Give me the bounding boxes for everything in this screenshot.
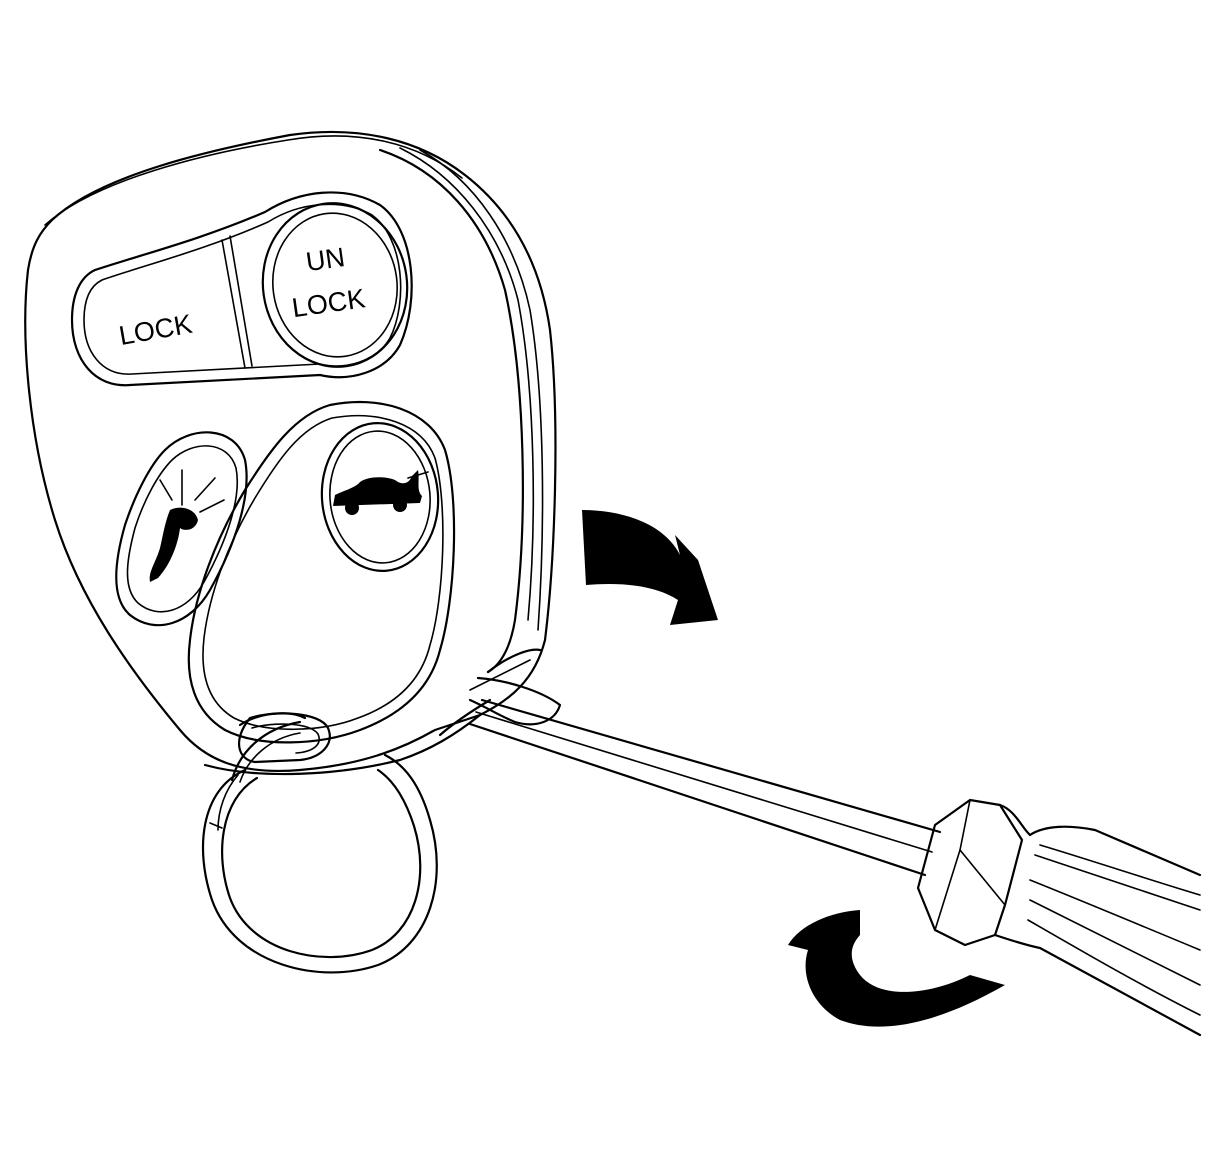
unlock-button-label-line1: UN	[304, 242, 347, 277]
trunk-release-car-icon	[333, 470, 429, 515]
remote-keyfob: LOCK UN LOCK	[24, 130, 557, 776]
curved-arrow-icon	[582, 510, 718, 625]
screwdriver	[438, 676, 1202, 1037]
pry-direction-arrow	[582, 510, 718, 625]
unlock-button-label-line2: LOCK	[290, 283, 367, 323]
fob-housing	[24, 130, 557, 772]
lock-button-label: LOCK	[117, 309, 195, 351]
screwdriver-collar	[916, 798, 1024, 947]
lock-unlock-button-group	[70, 191, 413, 387]
unlock-button[interactable]: UN LOCK	[252, 194, 417, 376]
key-ring	[201, 753, 438, 974]
trunk-release-button[interactable]	[316, 418, 444, 576]
trunk-button-group	[187, 400, 456, 744]
key-ring-front	[230, 720, 302, 782]
lock-button[interactable]: LOCK	[117, 309, 195, 351]
screwdriver-handle	[998, 803, 1202, 877]
panic-button[interactable]	[115, 431, 248, 627]
curved-arrow-icon	[788, 910, 1005, 1027]
panic-horn-icon	[149, 469, 225, 582]
screwdriver-shaft	[480, 698, 942, 834]
keyring-slot	[237, 712, 331, 764]
twist-direction-arrow	[788, 910, 1005, 1027]
